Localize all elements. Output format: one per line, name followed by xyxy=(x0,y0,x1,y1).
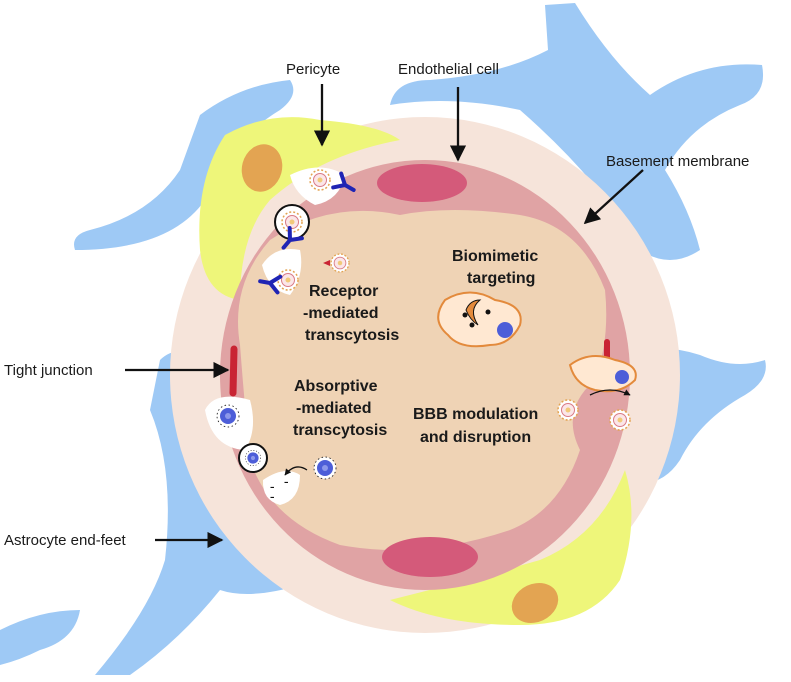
svg-text:and disruption: and disruption xyxy=(420,429,531,446)
svg-text:Biomimetic: Biomimetic xyxy=(452,248,538,265)
receptor-transcytosis-vesicles xyxy=(256,167,360,295)
arrow-icon xyxy=(284,466,308,476)
endothelial-nucleus-bottom xyxy=(382,537,478,577)
nanoparticle-icon xyxy=(557,399,579,421)
mechanism-absorptive: Absorptive -mediated transcytosis xyxy=(293,378,387,439)
nanoparticle-icon xyxy=(216,404,240,428)
nanoparticle-icon xyxy=(244,449,262,467)
nanoparticle-icon xyxy=(313,456,337,480)
mechanism-biomimetic: Biomimetic targeting xyxy=(452,248,538,287)
immune-cell-lumen xyxy=(437,291,522,348)
nanoparticle-icon xyxy=(281,211,303,233)
nanoparticle-icon xyxy=(277,269,299,291)
mechanism-receptor: Receptor -mediated transcytosis xyxy=(303,283,399,344)
nanoparticle-icon xyxy=(609,409,631,431)
svg-text:-mediated: -mediated xyxy=(296,400,372,417)
svg-text:Receptor: Receptor xyxy=(309,283,378,300)
svg-text:–: – xyxy=(284,478,289,488)
pericyte-nucleus xyxy=(241,144,283,192)
nanoparticle-icon xyxy=(330,253,350,273)
svg-text:transcytosis: transcytosis xyxy=(293,422,387,439)
absorptive-transcytosis-vesicles: ––– xyxy=(205,396,337,505)
tight-junction-left xyxy=(229,345,238,397)
nanoparticle-icon xyxy=(309,169,331,191)
immune-cell-migrating xyxy=(557,355,637,431)
svg-text:–: – xyxy=(270,493,275,503)
arrow-icon xyxy=(583,169,644,225)
arrow-icon xyxy=(589,389,631,396)
mechanism-bbb: BBB modulation and disruption xyxy=(413,406,538,446)
label-astrocyte-end-feet: Astrocyte end-feet xyxy=(4,532,127,549)
endothelial-nucleus-top xyxy=(377,164,467,202)
svg-text:targeting: targeting xyxy=(467,270,535,287)
pericyte-top-left xyxy=(199,117,400,300)
svg-text:transcytosis: transcytosis xyxy=(305,327,399,344)
pericyte-nucleus xyxy=(511,583,559,623)
label-tight-junction: Tight junction xyxy=(4,362,93,379)
svg-text:–: – xyxy=(270,483,275,493)
svg-text:Absorptive: Absorptive xyxy=(294,378,378,395)
svg-text:BBB modulation: BBB modulation xyxy=(413,406,538,423)
label-endothelial-cell: Endothelial cell xyxy=(398,61,499,78)
label-basement-membrane: Basement membrane xyxy=(606,153,749,170)
label-pericyte: Pericyte xyxy=(286,61,340,78)
svg-text:-mediated: -mediated xyxy=(303,305,379,322)
